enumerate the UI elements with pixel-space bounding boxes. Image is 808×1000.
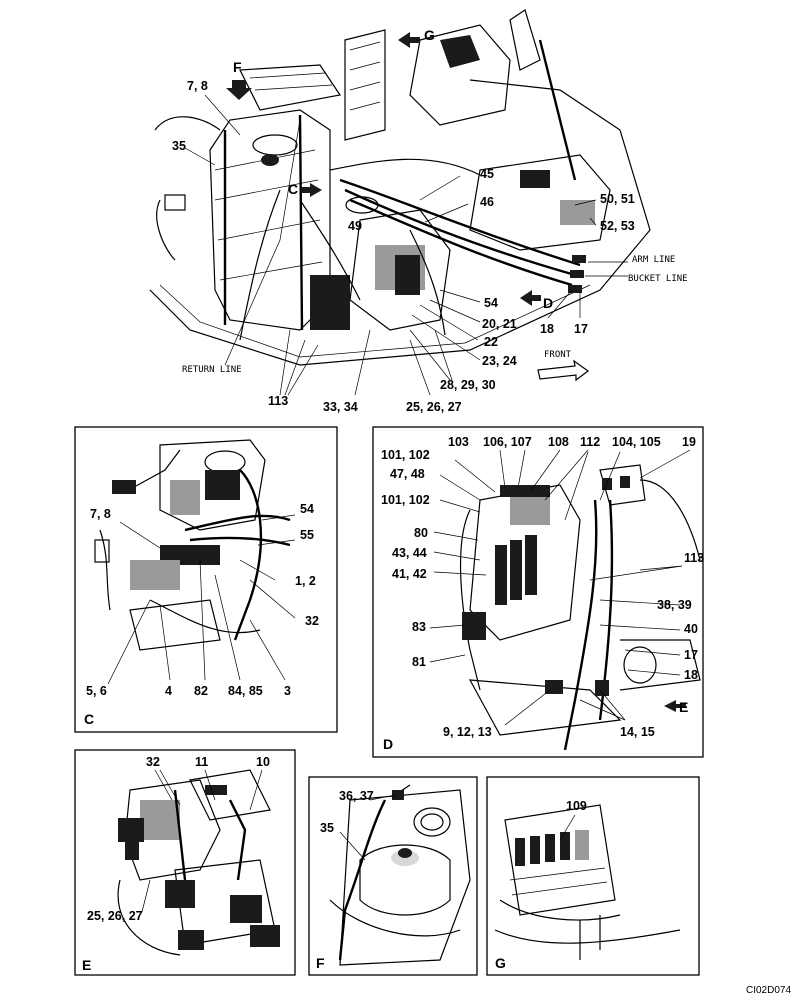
- main-label-50-51: 50, 51: [600, 192, 635, 206]
- d-label-view-e: E: [679, 699, 688, 715]
- d-label-18: 18: [684, 668, 698, 682]
- main-label-35: 35: [172, 139, 186, 153]
- main-label-17: 17: [574, 322, 588, 336]
- view-c-arrow-icon: [302, 183, 322, 197]
- d-label-9-12-13: 9, 12, 13: [443, 725, 492, 739]
- e-label-10: 10: [256, 755, 270, 769]
- d-label-17: 17: [684, 648, 698, 662]
- view-f-arrow-icon: [226, 80, 252, 100]
- d-label-101-102-b: 101, 102: [381, 493, 430, 507]
- main-view: [149, 9, 651, 396]
- d-label-104-105: 104, 105: [612, 435, 661, 449]
- c-label-82: 82: [194, 684, 208, 698]
- d-label-40: 40: [684, 622, 698, 636]
- c-view-letter: C: [84, 711, 94, 727]
- d-label-103: 103: [448, 435, 469, 449]
- main-label-view-g: G: [424, 27, 435, 43]
- detail-view-e: 32 11 10 25, 26, 27 E: [74, 749, 296, 976]
- f-label-36-37: 36, 37: [339, 789, 374, 803]
- main-label-front: FRONT: [544, 350, 572, 360]
- c-label-4: 4: [165, 684, 172, 698]
- c-label-3: 3: [284, 684, 291, 698]
- d-label-81: 81: [412, 655, 426, 669]
- main-label-25-26-27: 25, 26, 27: [406, 400, 462, 414]
- d-label-41-42: 41, 42: [392, 567, 427, 581]
- f-label-35: 35: [320, 821, 334, 835]
- c-label-55: 55: [300, 528, 314, 542]
- d-label-19: 19: [682, 435, 696, 449]
- e-label-25-26-27: 25, 26, 27: [87, 909, 143, 923]
- d-label-38-39: 38, 39: [657, 598, 692, 612]
- view-e-arrow-icon: [664, 700, 686, 712]
- d-label-43-44: 43, 44: [392, 546, 427, 560]
- d-label-113: 113: [684, 551, 704, 565]
- c-label-7-8: 7, 8: [90, 507, 111, 521]
- main-label-18: 18: [540, 322, 554, 336]
- main-label-22: 22: [484, 335, 498, 349]
- c-label-84-85: 84, 85: [228, 684, 263, 698]
- main-label-45: 45: [480, 167, 494, 181]
- main-label-view-f: F: [233, 59, 242, 75]
- d-label-47-48: 47, 48: [390, 467, 425, 481]
- detail-view-c: 54 55 7, 8 1, 2 32 5, 6 4 82 84, 85 3 C: [74, 426, 338, 733]
- c-label-32: 32: [305, 614, 319, 628]
- main-view-labels: 7, 8 F G 35 C 49 45 46 50, 51 52, 53 ARM…: [172, 27, 688, 414]
- d-label-108: 108: [548, 435, 569, 449]
- view-d-arrow-icon: [520, 290, 541, 306]
- main-label-23-24: 23, 24: [482, 354, 517, 368]
- detail-view-g: 109 G: [486, 776, 700, 976]
- main-label-view-c: C: [288, 181, 298, 197]
- e-view-letter: E: [82, 957, 91, 973]
- main-label-view-d: D: [543, 295, 553, 311]
- main-label-return-line: RETURN LINE: [182, 365, 242, 375]
- main-label-bucket-line: BUCKET LINE: [628, 274, 688, 284]
- front-arrow-icon: [537, 359, 590, 382]
- f-view-letter: F: [316, 955, 325, 971]
- main-label-46: 46: [480, 195, 494, 209]
- detail-view-f: 36, 37 35 F: [308, 776, 478, 976]
- main-label-arm-line: ARM LINE: [632, 255, 675, 265]
- main-label-20-21: 20, 21: [482, 317, 517, 331]
- main-label-33-34: 33, 34: [323, 400, 358, 414]
- detail-view-d: 101, 102 103 106, 107 108 112 104, 105 1…: [372, 426, 704, 758]
- d-label-80: 80: [414, 526, 428, 540]
- d-label-101-102-a: 101, 102: [381, 448, 430, 462]
- c-label-1-2: 1, 2: [295, 574, 316, 588]
- view-g-arrow-icon: [398, 32, 420, 48]
- main-label-7-8: 7, 8: [187, 79, 208, 93]
- g-label-109: 109: [566, 799, 587, 813]
- main-label-52-53: 52, 53: [600, 219, 635, 233]
- main-label-54: 54: [484, 296, 498, 310]
- c-label-54: 54: [300, 502, 314, 516]
- d-label-106-107: 106, 107: [483, 435, 532, 449]
- d-view-letter: D: [383, 736, 393, 752]
- figure-code: CI02D074: [746, 985, 791, 996]
- main-label-113: 113: [268, 394, 288, 408]
- d-label-83: 83: [412, 620, 426, 634]
- c-label-5-6: 5, 6: [86, 684, 107, 698]
- e-label-11: 11: [195, 755, 208, 769]
- g-view-letter: G: [495, 955, 506, 971]
- d-label-112: 112: [580, 435, 600, 449]
- main-label-28-29-30: 28, 29, 30: [440, 378, 496, 392]
- main-label-49: 49: [348, 219, 362, 233]
- d-label-14-15: 14, 15: [620, 725, 655, 739]
- e-label-32: 32: [146, 755, 160, 769]
